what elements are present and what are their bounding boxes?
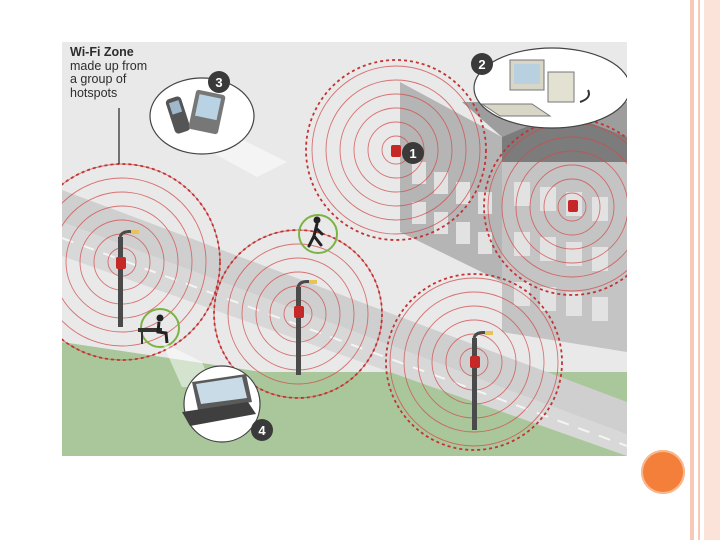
decor-stripe-c [704, 0, 720, 540]
caption-line-3: hotspots [70, 87, 147, 101]
callout-number-2: 2 [478, 57, 485, 72]
router-icon [116, 257, 126, 269]
decor-stripe-a [690, 0, 694, 540]
caption-heading: Wi-Fi Zone [70, 46, 147, 60]
decor-stripe-b [698, 0, 700, 540]
wifi-zone-diagram: 3 2 1 [62, 42, 627, 456]
callout-number-3: 3 [215, 75, 222, 90]
caption-line-2: a group of [70, 73, 147, 87]
router-icon [294, 306, 304, 318]
router-icon [391, 145, 401, 157]
caption: Wi-Fi Zone made up from a group of hotsp… [70, 46, 147, 100]
router-icon [470, 356, 480, 368]
caption-line-1: made up from [70, 60, 147, 74]
callout-number-1: 1 [409, 146, 416, 161]
orange-circle-ornament [641, 450, 685, 494]
router-icon [568, 200, 578, 212]
diagram-canvas: 3 2 1 [62, 42, 627, 456]
callout-number-4: 4 [258, 423, 266, 438]
